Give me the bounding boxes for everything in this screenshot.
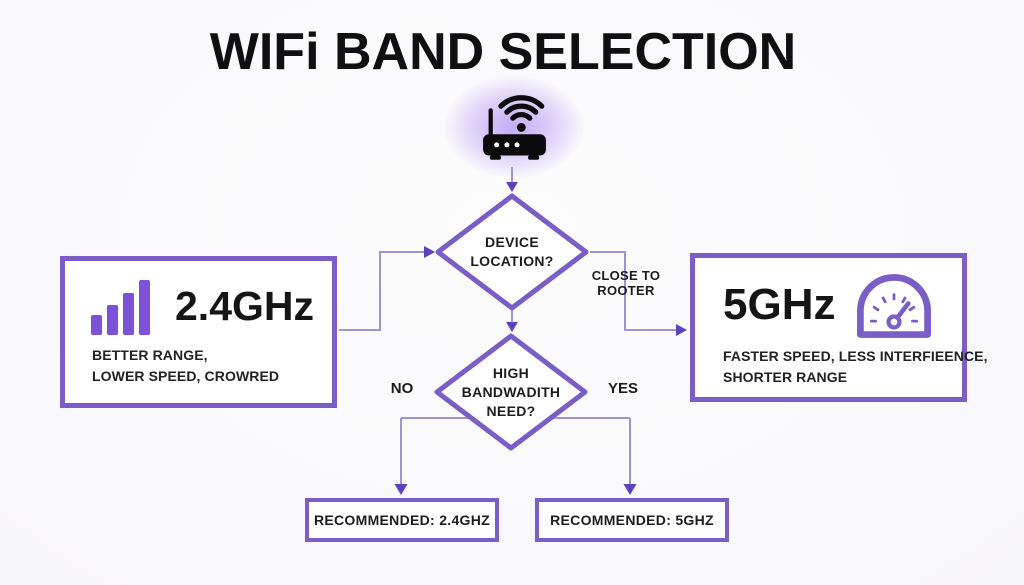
decision-diamond-high-bandwidth: [434, 333, 588, 451]
band-desc-2-4ghz: BETTER RANGE, LOWER SPEED, CROWRED: [92, 345, 279, 387]
arrowhead-left-branch: [424, 246, 435, 258]
decision-line: LOCATION?: [470, 253, 554, 269]
arrowhead-to-high-bandwidth: [506, 322, 518, 332]
branch-label-line: CLOSE TO: [591, 268, 661, 283]
band-desc-line: FASTER SPEED, LESS INTERFIEENCE,: [723, 348, 988, 364]
band-desc-line: LOWER SPEED, CROWRED: [92, 368, 280, 384]
result-box-recommend-5ghz: RECOMMENDED: 5GHZ: [535, 498, 729, 542]
band-name-2-4ghz: 2.4GHz: [175, 283, 314, 329]
decision-line: BANDWADITH: [461, 384, 561, 400]
result-box-recommend-2-4ghz: RECOMMENDED: 2.4GHZ: [305, 498, 499, 542]
branch-label-yes: YES: [607, 380, 638, 397]
signal-bars-icon: [91, 280, 150, 335]
arrowhead-to-device-location: [506, 182, 518, 192]
decision-label-high-bandwidth: HIGH BANDWADITH NEED?: [436, 364, 586, 421]
arrowhead-to-recommend-24: [394, 484, 408, 495]
speedometer-icon: [857, 274, 931, 338]
band-name-5ghz: 5GHz: [723, 280, 836, 329]
page-title: WIFi BAND SELECTION: [209, 23, 797, 81]
band-desc-line: BETTER RANGE,: [92, 347, 208, 363]
decision-line: HIGH: [492, 365, 530, 381]
decision-label-device-location: DEVICE LOCATION?: [437, 233, 587, 271]
band-desc-line: SHORTER RANGE: [723, 369, 848, 385]
router-glow: [444, 76, 584, 178]
band-box-2-4ghz: 2.4GHz BETTER RANGE, LOWER SPEED, CROWRE…: [60, 256, 337, 408]
decision-diamond-device-location: [435, 193, 589, 311]
branch-label-no: NO: [390, 380, 414, 397]
decision-line: NEED?: [486, 403, 536, 419]
branch-label-line: ROOTER: [597, 283, 655, 298]
band-box-5ghz: 5GHz FASTER SPEED, LESS INTERFIEENCE, SH…: [690, 253, 987, 402]
arrowhead-to-5ghz-box: [676, 324, 687, 336]
wifi-router-icon: [483, 95, 546, 160]
branch-label-close-to-router: CLOSE TO ROOTER: [581, 268, 671, 298]
arrowhead-to-recommend-5: [623, 484, 637, 495]
decision-line: DEVICE: [485, 234, 539, 250]
band-desc-5ghz: FASTER SPEED, LESS INTERFIEENCE, SHORTER…: [723, 346, 988, 388]
